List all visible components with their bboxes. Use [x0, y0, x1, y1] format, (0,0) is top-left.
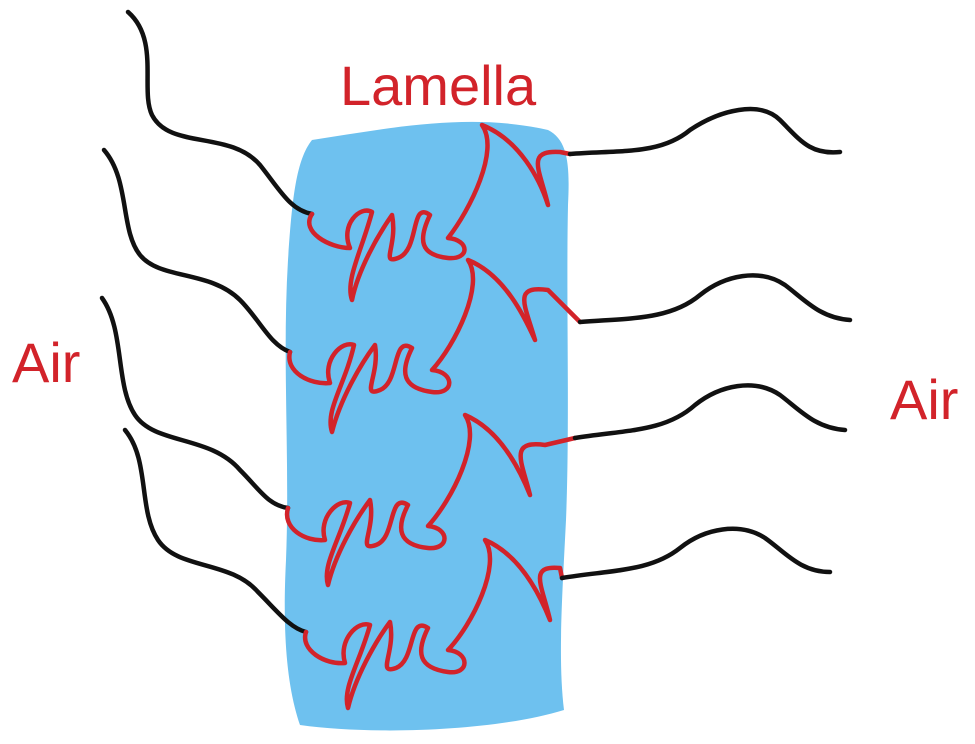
lamella-label: Lamella — [340, 58, 536, 114]
right-tail-2 — [580, 275, 850, 322]
left-tail-2 — [104, 150, 290, 352]
left-tail-3 — [102, 298, 288, 508]
right-tail-1 — [570, 109, 840, 154]
right-tail-4 — [562, 529, 830, 578]
air-label-right: Air — [890, 372, 958, 428]
air-label-left: Air — [12, 335, 80, 391]
right-tail-3 — [575, 385, 845, 438]
left-tail-1 — [128, 12, 312, 214]
left-tail-4 — [125, 430, 306, 632]
